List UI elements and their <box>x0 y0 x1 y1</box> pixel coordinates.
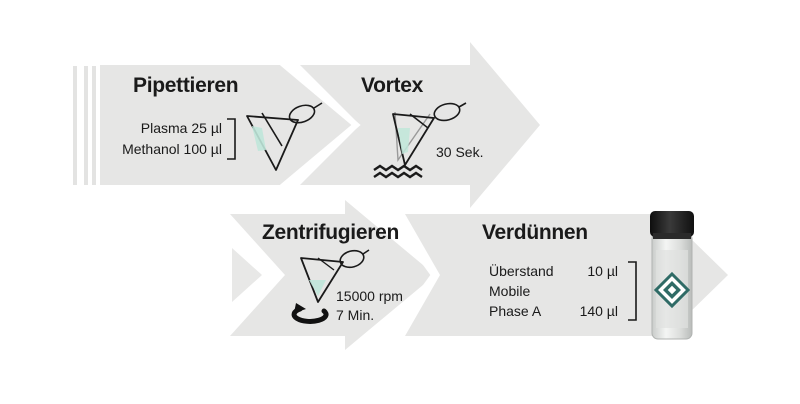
vortex-duration: 30 Sek. <box>436 144 484 160</box>
arrow-verduennen <box>385 210 728 340</box>
centrifuge-rotate-icon <box>291 303 329 324</box>
zentrifugieren-duration: 7 Min. <box>336 307 375 323</box>
vortex-tube-icon <box>392 102 467 166</box>
pipettieren-line-1: Plasma 25 µl <box>140 120 222 136</box>
bracket-verduennen <box>628 261 637 321</box>
arrow-vortex <box>280 42 540 208</box>
vortex-wave-icon <box>373 164 423 179</box>
step-title-vortex: Vortex <box>361 74 423 97</box>
vial-icon <box>650 211 694 340</box>
arrow-pipettieren <box>73 65 360 185</box>
step-title-verduennen: Verdünnen <box>482 221 588 244</box>
step-title-pipettieren: Pipettieren <box>133 74 239 97</box>
bracket-pipettieren <box>227 118 236 160</box>
verduennen-row-value-1: 10 µl <box>587 263 618 279</box>
verduennen-row-value-3: 140 µl <box>579 303 618 319</box>
arrow-zentrifugieren <box>230 200 435 350</box>
zentrifugieren-speed: 15000 rpm <box>336 288 403 304</box>
pipette-tube-icon <box>246 102 323 171</box>
pipettieren-line-2: Methanol 100 µl <box>122 141 222 157</box>
centrifuge-tube-icon <box>300 249 370 303</box>
step-title-zentrifugieren: Zentrifugieren <box>262 221 399 244</box>
vial-logo-icon <box>653 271 691 309</box>
verduennen-row-label-3: Phase A <box>489 303 542 319</box>
verduennen-row-label-2: Mobile <box>489 283 531 299</box>
verduennen-row-label-1: Überstand <box>489 263 554 279</box>
